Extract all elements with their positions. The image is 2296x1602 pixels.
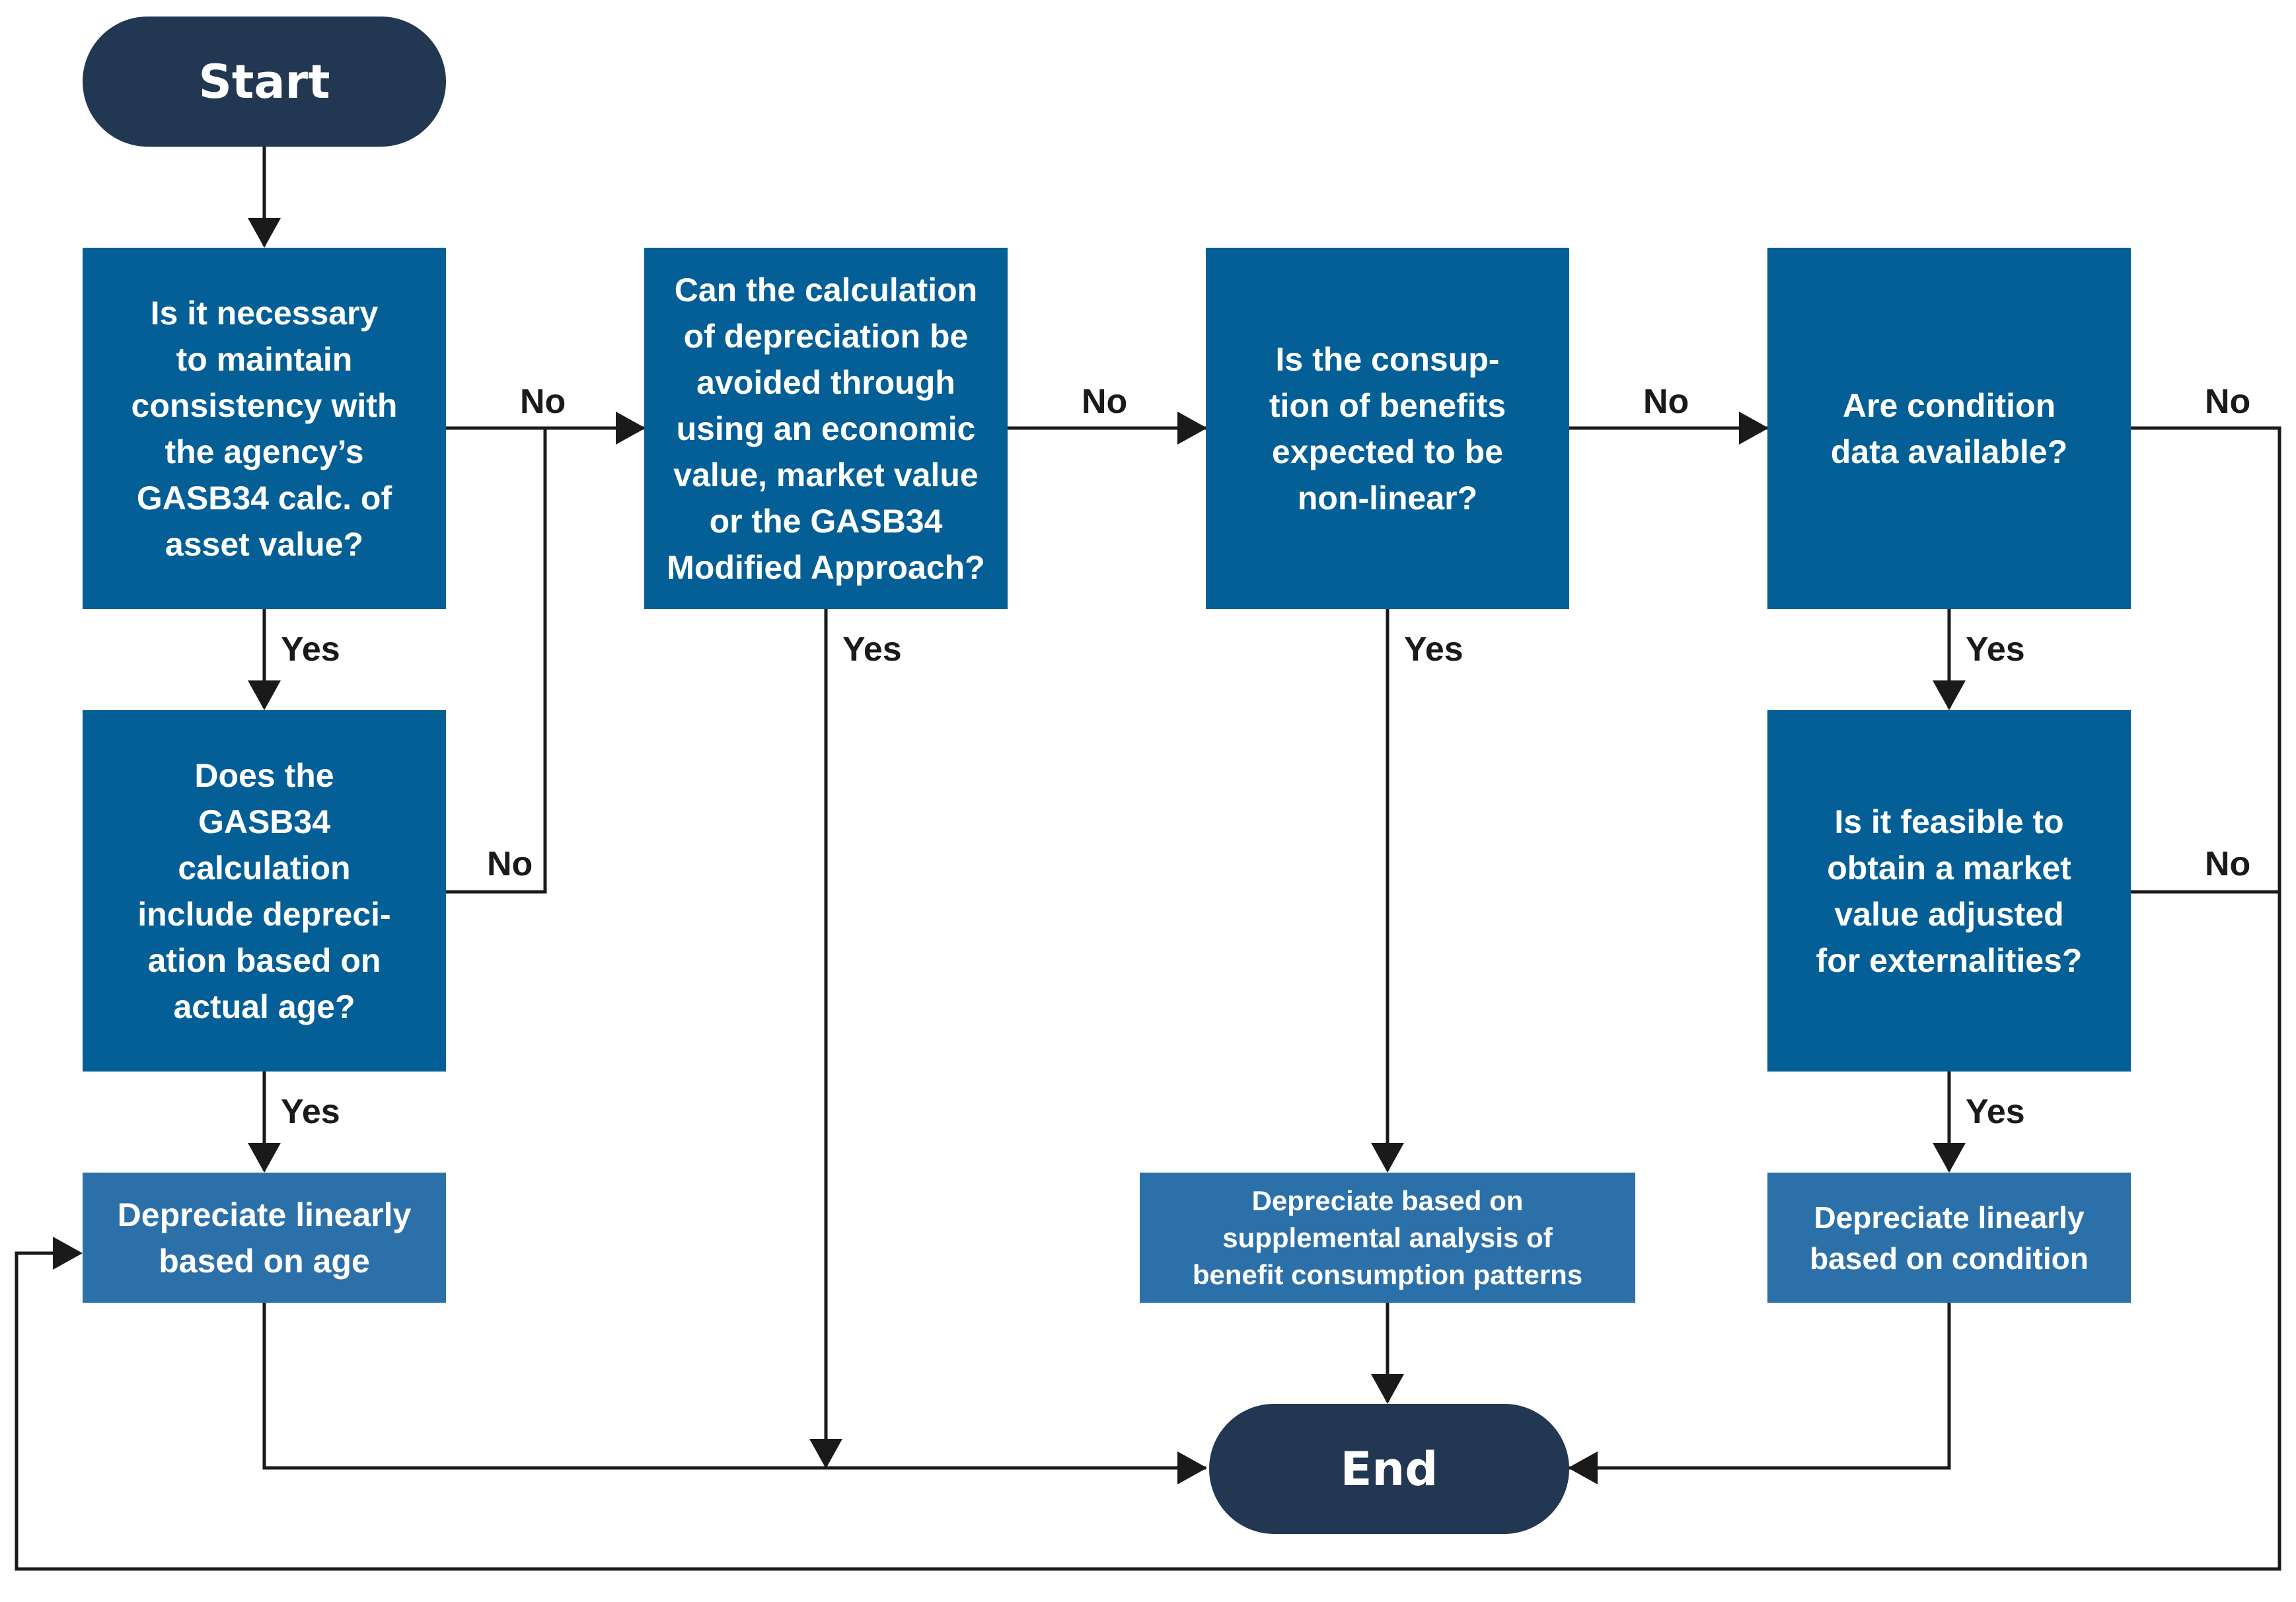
arrowhead	[1568, 1451, 1598, 1484]
decision-market-value: Is it feasible to obtain a market value …	[1767, 710, 2131, 1072]
action-depreciate-condition: Depreciate linearly based on condition	[1767, 1173, 2131, 1303]
arrowhead	[616, 412, 646, 445]
arrowhead	[248, 1143, 281, 1173]
decision-condition-data: Are condition data available?	[1767, 248, 2131, 609]
label-condition-no: No	[2205, 382, 2251, 421]
arrowhead	[1933, 1143, 1966, 1173]
start-terminal: Start	[83, 17, 446, 147]
edge-condition-no	[15, 426, 2281, 1571]
action-depreciate-supplemental: Depreciate based on supplemental analysi…	[1140, 1173, 1635, 1303]
edge-actual-age-no	[446, 428, 547, 894]
label-consistency-no: No	[520, 382, 566, 421]
label-avoid-yes: Yes	[842, 630, 902, 669]
arrowhead	[53, 1237, 83, 1270]
end-terminal: End	[1209, 1404, 1569, 1534]
decision-actual-age: Does the GASB34 calculation include depr…	[83, 710, 446, 1072]
label-condition-yes: Yes	[1966, 630, 2025, 669]
decision-nonlinear: Is the consup- tion of benefits expected…	[1206, 248, 1569, 609]
arrowhead	[1371, 1143, 1404, 1173]
arrowhead	[1177, 1451, 1207, 1484]
label-nonlinear-no: No	[1643, 382, 1689, 421]
arrowhead	[1933, 680, 1966, 710]
arrowhead	[248, 218, 281, 248]
arrowhead	[809, 1439, 842, 1469]
label-actual-age-yes: Yes	[281, 1093, 340, 1131]
label-market-no: No	[2205, 845, 2251, 883]
edge-age-to-end	[262, 1303, 1206, 1470]
arrowhead	[1177, 412, 1207, 445]
edge-condition-to-end	[1569, 1303, 1951, 1470]
decision-consistency: Is it necessary to maintain consistency …	[83, 248, 446, 609]
arrowhead	[1371, 1374, 1404, 1404]
action-depreciate-age: Depreciate linearly based on age	[83, 1173, 446, 1303]
label-avoid-no: No	[1082, 382, 1128, 421]
arrowhead	[1739, 412, 1769, 445]
arrowhead	[248, 680, 281, 710]
label-actual-age-no: No	[487, 845, 533, 883]
label-nonlinear-yes: Yes	[1404, 630, 1463, 669]
label-consistency-yes: Yes	[281, 630, 340, 669]
decision-avoid-calculation: Can the calculation of depreciation be a…	[644, 248, 1008, 609]
label-market-yes: Yes	[1966, 1093, 2025, 1131]
